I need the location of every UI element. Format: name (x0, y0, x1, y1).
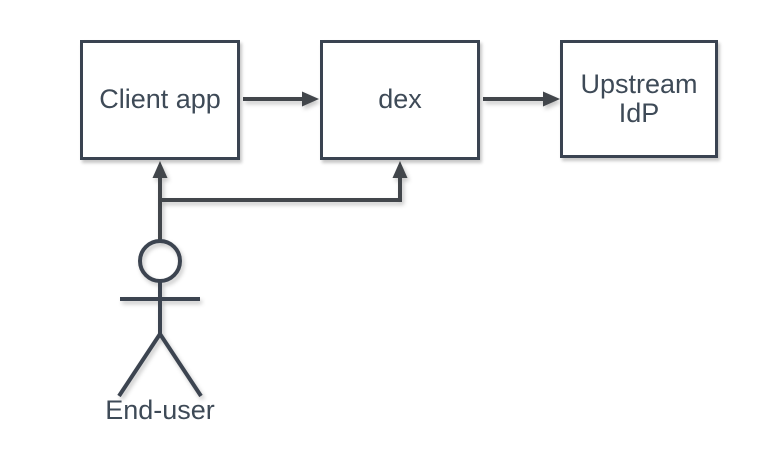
node-dex: dex (320, 40, 480, 160)
figure-leg-left (117, 332, 162, 398)
edge-end-user-to-client-app (152, 161, 168, 240)
arrowhead-icon (302, 91, 319, 107)
node-label: Upstream IdP (580, 68, 698, 128)
arrowhead-icon (152, 161, 168, 178)
edge-line (161, 176, 402, 202)
node-label: dex (378, 84, 422, 115)
arrowhead-icon (392, 161, 408, 178)
end-user-figure (117, 239, 203, 398)
arrowhead-icon (543, 91, 560, 107)
node-client-app: Client app (80, 40, 240, 160)
actor-label-end-user: End-user (105, 395, 215, 425)
figure-head (138, 239, 182, 283)
node-upstream-idp: Upstream IdP (560, 40, 718, 158)
figure-leg-right (158, 332, 203, 398)
edge-dex-to-upstream-idp (483, 91, 560, 107)
node-label: Client app (99, 84, 221, 115)
edge-client-app-to-dex (243, 91, 319, 107)
edge-end-user-to-dex (161, 161, 408, 202)
